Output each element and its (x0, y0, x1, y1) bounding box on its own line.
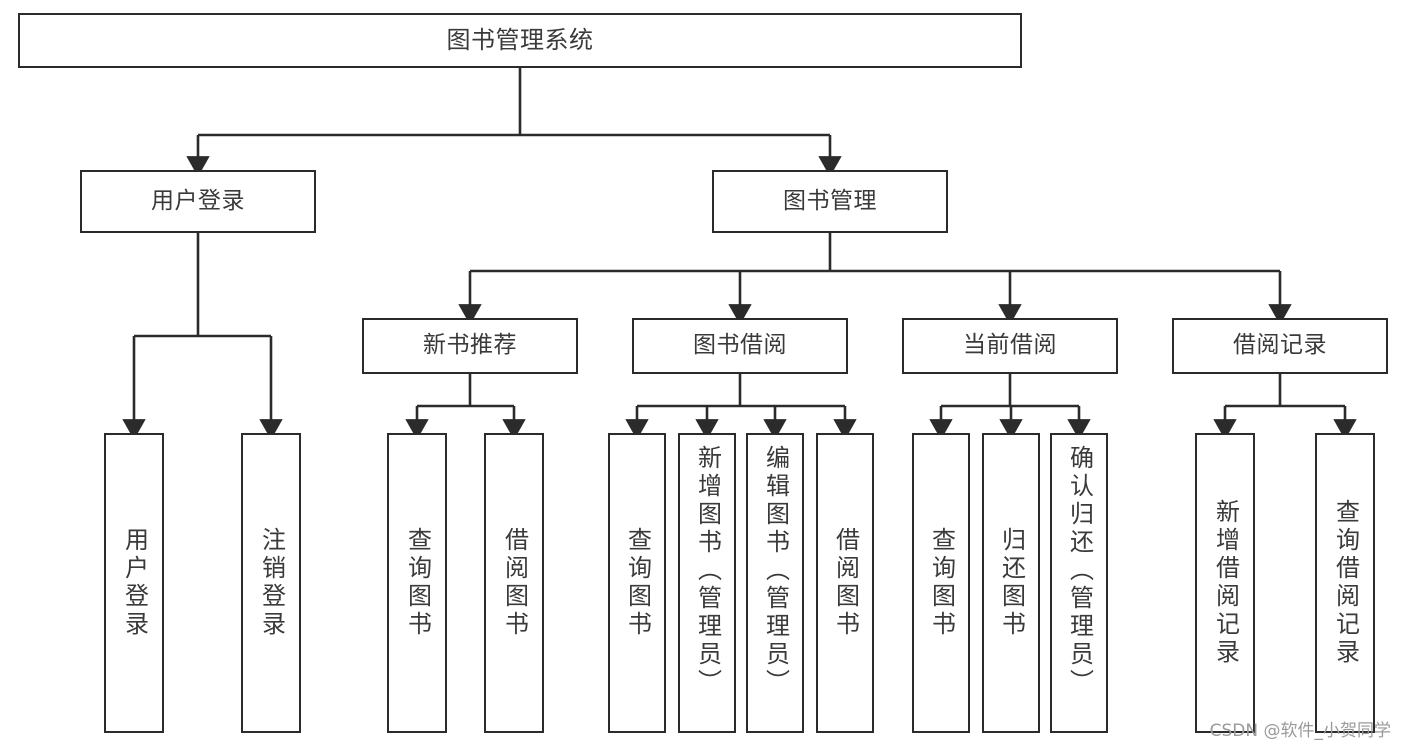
node-book-borrow[interactable]: 图书借阅 (632, 318, 848, 374)
edge-borrow-record-to-leaves (1213, 374, 1357, 440)
node-root-system-label: 图书管理系统 (446, 26, 594, 55)
csdn-watermark: CSDN @软件_小贺同学 (1209, 721, 1391, 741)
node-new-book-recommend-label: 新书推荐 (423, 332, 517, 359)
edge-book-manage-to-level3 (458, 233, 1292, 325)
node-leaf-confirm-return-admin[interactable]: 确认归还（管理员） (1050, 433, 1108, 733)
node-new-book-recommend[interactable]: 新书推荐 (362, 318, 578, 374)
node-root-system[interactable]: 图书管理系统 (18, 13, 1022, 68)
node-user-login-label: 用户登录 (151, 187, 245, 214)
node-leaf-query-borrow-record[interactable]: 查询借阅记录 (1315, 433, 1375, 733)
node-book-borrow-label: 图书借阅 (693, 332, 787, 359)
node-leaf-borrow-book-1[interactable]: 借阅图书 (484, 433, 544, 733)
node-leaf-user-login-label: 用户登录 (120, 527, 149, 639)
node-leaf-borrow-book-1-label: 借阅图书 (500, 527, 529, 639)
node-leaf-return-book-label: 归还图书 (997, 527, 1026, 639)
node-leaf-query-book-3[interactable]: 查询图书 (912, 433, 970, 733)
node-leaf-edit-book-admin[interactable]: 编辑图书（管理员） (746, 433, 804, 733)
node-leaf-add-borrow-record-label: 新增借阅记录 (1211, 499, 1240, 667)
node-leaf-add-borrow-record[interactable]: 新增借阅记录 (1195, 433, 1255, 733)
node-leaf-return-book[interactable]: 归还图书 (982, 433, 1040, 733)
node-current-borrow[interactable]: 当前借阅 (902, 318, 1118, 374)
node-leaf-confirm-return-admin-label: 确认归还（管理员） (1065, 445, 1094, 697)
edge-root-to-level2 (186, 68, 842, 177)
node-leaf-query-borrow-record-label: 查询借阅记录 (1331, 499, 1360, 667)
node-leaf-query-book-2[interactable]: 查询图书 (608, 433, 666, 733)
node-leaf-user-login[interactable]: 用户登录 (104, 433, 164, 733)
node-user-login[interactable]: 用户登录 (80, 170, 316, 233)
node-leaf-query-book-3-label: 查询图书 (927, 527, 956, 639)
node-borrow-record-label: 借阅记录 (1233, 332, 1327, 359)
edge-new-book-recommend-to-leaves (405, 374, 526, 440)
edge-user-login-to-leaves (122, 233, 283, 440)
edge-book-borrow-to-leaves (625, 374, 857, 440)
node-current-borrow-label: 当前借阅 (963, 332, 1057, 359)
node-borrow-record[interactable]: 借阅记录 (1172, 318, 1388, 374)
node-leaf-borrow-book-2[interactable]: 借阅图书 (816, 433, 874, 733)
node-book-manage-label: 图书管理 (783, 187, 877, 214)
node-leaf-query-book-2-label: 查询图书 (623, 527, 652, 639)
node-leaf-query-book-1-label: 查询图书 (403, 527, 432, 639)
node-leaf-user-logout[interactable]: 注销登录 (241, 433, 301, 733)
node-book-manage[interactable]: 图书管理 (712, 170, 948, 233)
node-leaf-query-book-1[interactable]: 查询图书 (387, 433, 447, 733)
node-leaf-borrow-book-2-label: 借阅图书 (831, 527, 860, 639)
node-leaf-add-book-admin-label: 新增图书（管理员） (693, 445, 722, 697)
node-leaf-add-book-admin[interactable]: 新增图书（管理员） (678, 433, 736, 733)
edge-current-borrow-to-leaves (929, 374, 1091, 440)
node-leaf-edit-book-admin-label: 编辑图书（管理员） (761, 445, 790, 697)
node-leaf-user-logout-label: 注销登录 (257, 527, 286, 639)
